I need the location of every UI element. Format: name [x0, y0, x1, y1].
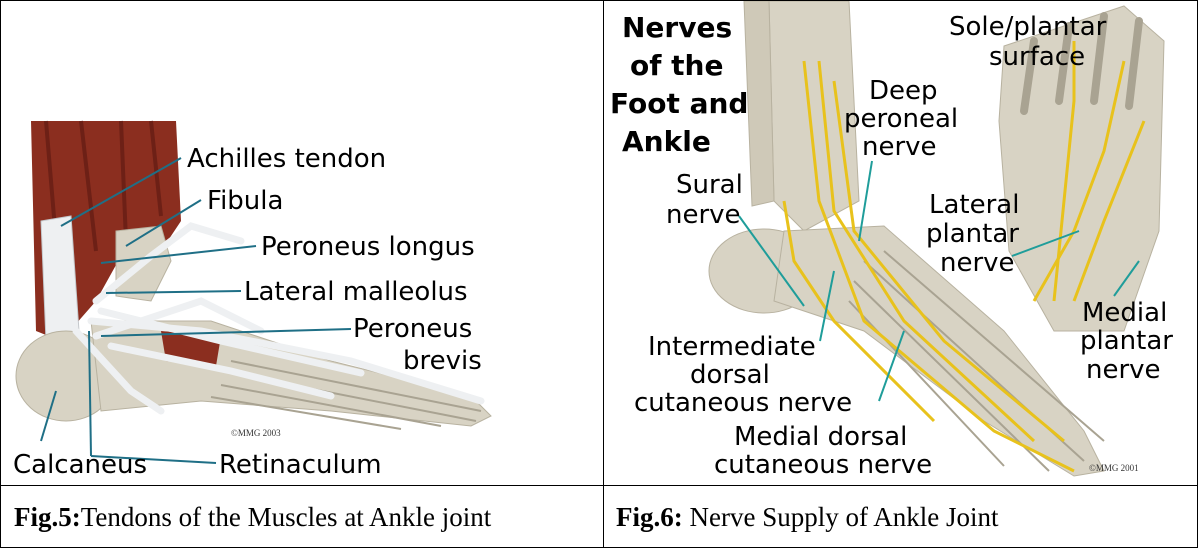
label-medial-dorsal-line1: Medial dorsal	[734, 422, 907, 452]
label-lateral-line1: Lateral	[929, 190, 1019, 220]
caption-fig6-prefix: Fig.6:	[616, 502, 683, 533]
label-deep-line2: peroneal	[844, 104, 958, 134]
copyright-left: ©MMG 2003	[231, 428, 281, 438]
label-intermediate-line1: Intermediate	[648, 332, 816, 362]
title-line2: of the	[630, 49, 723, 82]
label-lateral-line2: plantar	[926, 219, 1019, 249]
title-line3: Foot and	[610, 87, 748, 120]
tendons-illustration: Achilles tendon Fibula Peroneus longus L…	[1, 1, 603, 485]
fibula-bone-right	[744, 1, 774, 206]
label-intermediate-line2: dorsal	[690, 360, 770, 390]
label-achilles-tendon: Achilles tendon	[187, 144, 386, 174]
label-deep-line3: nerve	[862, 132, 937, 162]
label-peroneus-brevis-line1: Peroneus	[353, 314, 472, 344]
caption-fig5-text: Tendons of the Muscles at Ankle joint	[81, 502, 492, 533]
label-medial-plantar-line1: Medial	[1082, 298, 1167, 328]
label-peroneus-brevis-line2: brevis	[403, 346, 482, 376]
label-medial-plantar-line3: nerve	[1086, 355, 1161, 385]
label-fibula: Fibula	[207, 186, 283, 216]
label-intermediate-line3: cutaneous nerve	[634, 388, 852, 418]
label-deep-line1: Deep	[869, 76, 938, 106]
label-medial-plantar-line2: plantar	[1080, 326, 1173, 356]
nerves-figure: Nerves of the Foot and Ankle Sole/planta…	[604, 1, 1197, 485]
label-medial-dorsal-line2: cutaneous nerve	[714, 450, 932, 480]
label-lateral-line3: nerve	[940, 248, 1015, 278]
label-calcaneus: Calcaneus	[13, 450, 147, 480]
row-divider	[0, 485, 1198, 486]
label-sole-line2: surface	[989, 42, 1085, 72]
label-sural-line1: Sural	[676, 170, 743, 200]
label-sole-line1: Sole/plantar	[949, 12, 1107, 42]
label-peroneus-longus: Peroneus longus	[261, 232, 475, 262]
title-line4: Ankle	[622, 125, 711, 158]
caption-fig6-text: Nerve Supply of Ankle Joint	[683, 502, 999, 533]
label-sural-line2: nerve	[666, 200, 741, 230]
nerves-illustration: Nerves of the Foot and Ankle Sole/planta…	[604, 1, 1197, 485]
label-retinaculum: Retinaculum	[219, 450, 382, 480]
copyright-right: ©MMG 2001	[1089, 463, 1139, 473]
caption-fig5: Fig.5:Tendons of the Muscles at Ankle jo…	[14, 487, 491, 547]
title-line1: Nerves	[622, 11, 732, 44]
caption-fig6: Fig.6: Nerve Supply of Ankle Joint	[616, 487, 998, 547]
label-lateral-malleolus: Lateral malleolus	[244, 277, 468, 307]
caption-fig5-prefix: Fig.5:	[14, 502, 81, 533]
tendons-figure: Achilles tendon Fibula Peroneus longus L…	[1, 1, 603, 485]
